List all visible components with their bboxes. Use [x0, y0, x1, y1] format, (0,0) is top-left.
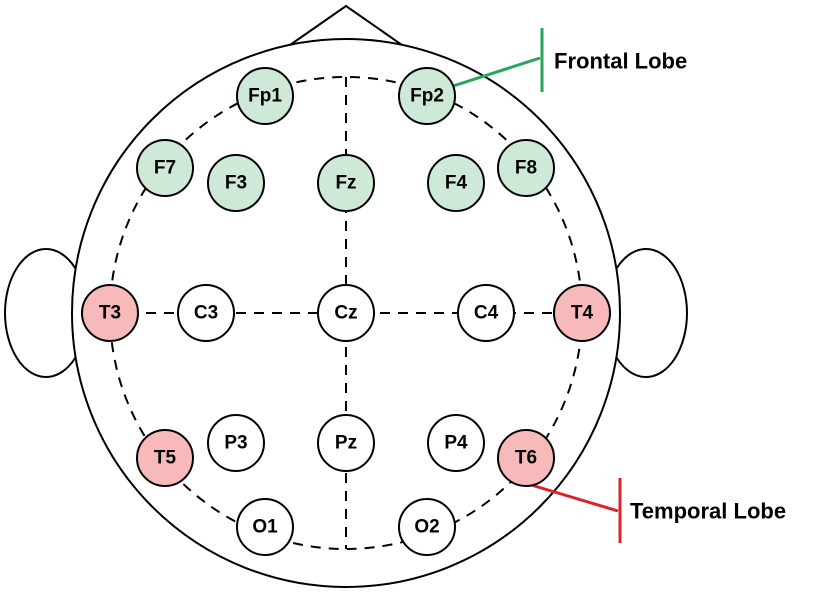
- electrode-circle: [177, 284, 235, 342]
- electrode-c3: C3: [177, 284, 235, 342]
- electrode-circle: [81, 284, 139, 342]
- electrode-circle: [497, 429, 555, 487]
- electrode-f4: F4: [427, 154, 485, 212]
- electrode-f7: F7: [136, 139, 194, 197]
- temporal-pointer-line: [527, 482, 619, 513]
- electrode-p3: P3: [207, 414, 265, 472]
- electrode-circle: [398, 67, 456, 125]
- electrode-circle: [207, 154, 265, 212]
- electrode-circle: [207, 414, 265, 472]
- electrode-circle: [136, 139, 194, 197]
- electrode-circle: [317, 414, 375, 472]
- electrode-circle: [427, 414, 485, 472]
- electrode-label: T3: [99, 303, 121, 324]
- temporal-lobe-callout: Temporal Lobe: [527, 478, 786, 543]
- electrode-label: F4: [445, 173, 468, 194]
- electrode-label: Fz: [335, 173, 356, 194]
- electrode-label: F8: [515, 158, 537, 179]
- electrode-t6: T6: [497, 429, 555, 487]
- electrode-c4: C4: [457, 284, 515, 342]
- electrode-label: T6: [515, 448, 537, 469]
- electrode-circle: [427, 154, 485, 212]
- electrode-label: F7: [154, 158, 176, 179]
- electrode-fp2: Fp2: [398, 67, 456, 125]
- electrode-label: T4: [571, 303, 594, 324]
- frontal-pointer-line: [449, 56, 541, 89]
- electrode-label: T5: [154, 448, 177, 469]
- temporal-lobe-label: Temporal Lobe: [630, 499, 786, 524]
- electrode-label: C3: [194, 303, 218, 324]
- electrode-label: C4: [474, 303, 499, 324]
- frontal-lobe-callout: Frontal Lobe: [449, 28, 687, 92]
- electrode-circle: [317, 154, 375, 212]
- electrode-circle: [236, 67, 294, 125]
- electrode-label: O1: [252, 517, 278, 538]
- electrode-label: O2: [414, 517, 439, 538]
- electrode-t5: T5: [136, 429, 194, 487]
- electrode-circle: [457, 284, 515, 342]
- electrode-label: Fp1: [248, 86, 282, 107]
- electrode-circle: [236, 498, 294, 556]
- electrode-circle: [497, 139, 555, 197]
- electrode-cz: Cz: [317, 284, 375, 342]
- electrode-t3: T3: [81, 284, 139, 342]
- electrode-f3: F3: [207, 154, 265, 212]
- electrode-circle: [398, 498, 456, 556]
- electrode-p4: P4: [427, 414, 485, 472]
- electrode-fz: Fz: [317, 154, 375, 212]
- electrode-label: Pz: [335, 433, 357, 454]
- electrode-o2: O2: [398, 498, 456, 556]
- electrode-o1: O1: [236, 498, 294, 556]
- electrode-label: Fp2: [410, 86, 444, 107]
- electrode-f8: F8: [497, 139, 555, 197]
- electrode-label: P4: [444, 433, 468, 454]
- electrode-pz: Pz: [317, 414, 375, 472]
- electrode-circle: [317, 284, 375, 342]
- electrode-label: Cz: [334, 303, 357, 324]
- electrode-label: P3: [224, 433, 247, 454]
- frontal-lobe-label: Frontal Lobe: [554, 49, 687, 74]
- electrode-fp1: Fp1: [236, 67, 294, 125]
- electrode-t4: T4: [553, 284, 611, 342]
- electrode-circle: [136, 429, 194, 487]
- electrode-circle: [553, 284, 611, 342]
- electrode-label: F3: [225, 173, 247, 194]
